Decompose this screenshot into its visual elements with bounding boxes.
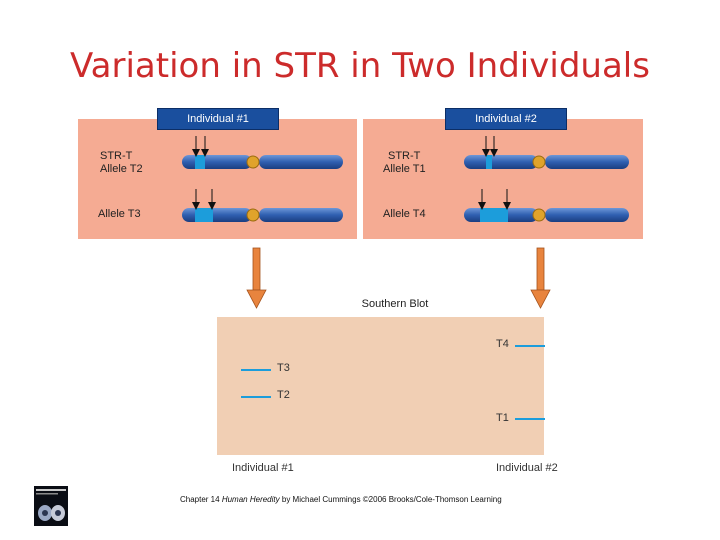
centromere <box>246 208 260 222</box>
chromosome-ind2-t1 <box>464 136 629 169</box>
str-repeat <box>195 155 205 169</box>
band-t1-label: T1 <box>496 412 509 424</box>
footer-credit: by Michael Cummings ©2006 Brooks/Cole-Th… <box>281 495 502 504</box>
band-t2-label: T2 <box>277 389 290 401</box>
footer-chapter: Chapter 14 <box>180 495 220 504</box>
ind2-allele-t4-label: Allele T4 <box>383 208 426 220</box>
centromere <box>532 208 546 222</box>
str-repeat <box>486 155 492 169</box>
chromosome-ind1-t3 <box>182 189 343 222</box>
lane-label-individual-1: Individual #1 <box>232 462 294 474</box>
arrow-ind2-to-blot <box>530 247 551 309</box>
individual-2-tab: Individual #2 <box>445 108 567 130</box>
band-t4-label: T4 <box>496 338 509 350</box>
arrow-ind1-to-blot <box>246 247 267 309</box>
southern-blot <box>217 317 544 455</box>
ind1-allele-t2-label: Allele T2 <box>100 163 143 175</box>
ind2-str-label: STR-T <box>388 150 421 162</box>
chromosome-ind1-t2 <box>182 136 343 169</box>
chromosome-ind2-t4 <box>464 189 629 222</box>
individual-1-tab: Individual #1 <box>157 108 279 130</box>
band-t4 <box>515 345 545 347</box>
centromere <box>532 155 546 169</box>
footer-book-title: Human Heredity <box>221 495 280 504</box>
band-t3 <box>241 369 271 371</box>
band-t1 <box>515 418 545 420</box>
band-t3-label: T3 <box>277 362 290 374</box>
ind2-allele-t1-label: Allele T1 <box>383 163 426 175</box>
ind1-str-label: STR-T <box>100 150 133 162</box>
ind1-allele-t3-label: Allele T3 <box>98 208 141 220</box>
slide-title: Variation in STR in Two Individuals <box>70 46 650 86</box>
str-repeat <box>195 208 213 222</box>
lane-label-individual-2: Individual #2 <box>496 462 558 474</box>
blot-title: Southern Blot <box>361 298 429 310</box>
str-repeat <box>480 208 508 222</box>
band-t2 <box>241 396 271 398</box>
centromere <box>246 155 260 169</box>
footer-citation: Chapter 14 Human Heredity by Michael Cum… <box>180 495 502 504</box>
book-cover-image <box>34 486 68 526</box>
